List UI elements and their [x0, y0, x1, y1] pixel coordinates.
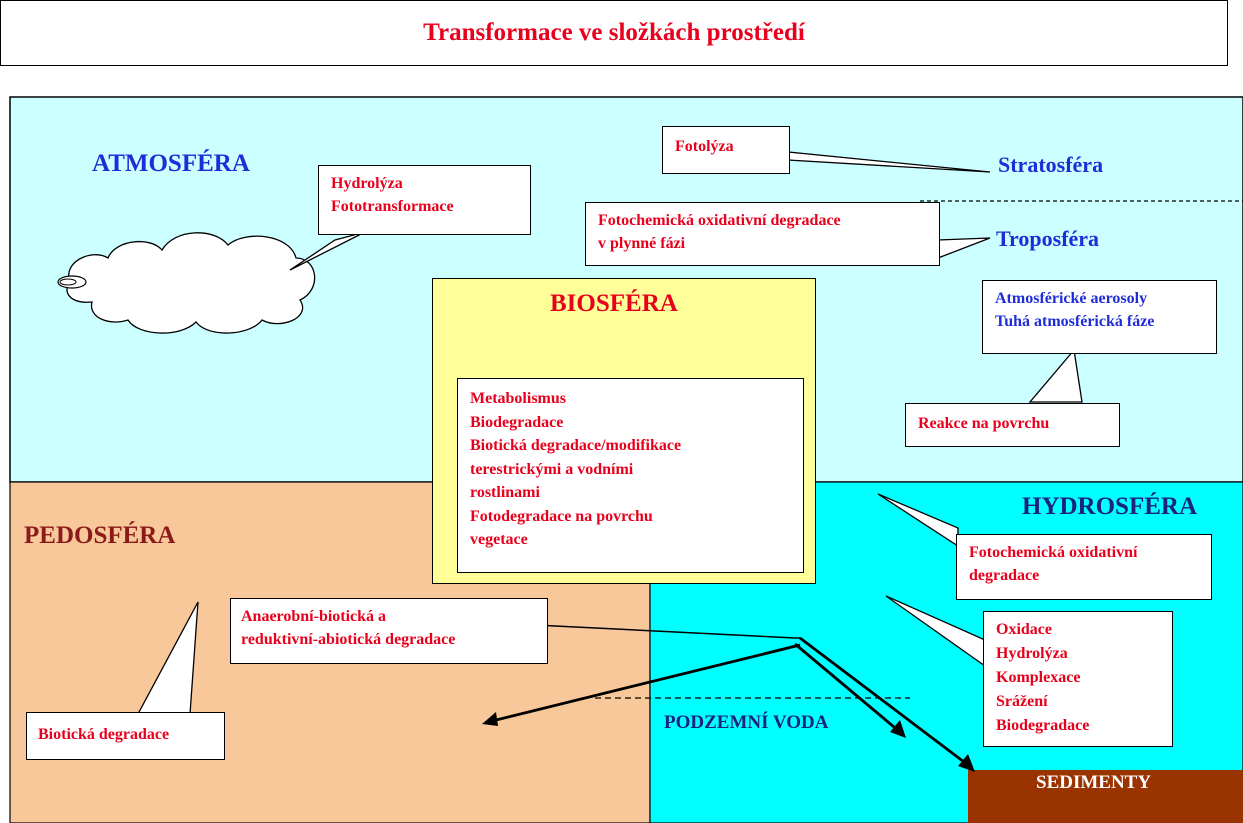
aerosols-callout: Atmosférické aerosoly Tuhá atmosférická …	[982, 280, 1217, 354]
callout-line: Komplexace	[996, 669, 1081, 686]
callout-line: Fotolýza	[675, 138, 734, 155]
callout-line: Hydrolýza	[996, 645, 1068, 662]
arrow-to-pedosphere	[487, 643, 801, 724]
callout-line: reduktivní-abiotická degradace	[241, 631, 456, 648]
sediment-region	[968, 770, 1243, 823]
callout-line: Tuhá atmosférická fáze	[995, 313, 1155, 330]
callout-line: Oxidace	[996, 621, 1052, 638]
sediments-label: SEDIMENTY	[1036, 772, 1152, 793]
arrow-to-sediment	[799, 636, 969, 767]
hydrosphere-label: HYDROSFÉRA	[1022, 493, 1198, 520]
callout-line: Fotodegradace na povrchu	[470, 507, 653, 525]
callout-line: rostlinami	[470, 484, 540, 501]
callout-line: Hydrolýza	[331, 175, 403, 192]
biosphere-callout: Metabolismus Biodegradace Biotická degra…	[457, 378, 804, 573]
callout-line: Fototransformace	[331, 198, 454, 215]
surface-callout: Reakce na povrchu	[905, 403, 1120, 447]
callout-line: Anaerobní-biotická a	[241, 608, 387, 625]
callout-line: Fotochemická oxidativní degradace	[598, 212, 841, 229]
hydro-photo-callout: Fotochemická oxidativní degradace	[956, 534, 1212, 600]
callout-line: v plynné fázi	[598, 235, 686, 252]
stratosphere-label: Stratosféra	[998, 152, 1104, 177]
atmosphere-label: ATMOSFÉRA	[92, 150, 250, 177]
arrow-to-groundwater	[794, 642, 901, 734]
cloud-callout: Hydrolýza Fototransformace	[318, 165, 531, 235]
callout-line: Reakce na povrchu	[918, 415, 1050, 432]
callout-line: Fotochemická oxidativní	[969, 544, 1138, 561]
stratosphere-callout: Fotolýza	[662, 126, 790, 174]
callout-line: Biotická degradace	[38, 726, 170, 743]
pedosphere-label: PEDOSFÉRA	[24, 522, 176, 549]
callout-line: terestrickými a vodními	[470, 460, 634, 478]
callout-line: Srážení	[996, 693, 1048, 710]
groundwater-label: PODZEMNÍ VODA	[664, 712, 829, 733]
troposphere-label: Troposféra	[996, 226, 1100, 251]
hydro-processes-callout: Oxidace Hydrolýza Komplexace Srážení Bio…	[983, 611, 1173, 747]
troposphere-callout: Fotochemická oxidativní degradace v plyn…	[585, 202, 940, 266]
callout-line: Metabolismus	[470, 390, 566, 407]
cloud-shape	[66, 232, 316, 334]
surface-callout-pointer	[1028, 348, 1083, 403]
callout-line: vegetace	[470, 531, 528, 548]
anaerobic-callout: Anaerobní-biotická a reduktivní-abiotick…	[230, 598, 548, 664]
anaerobic-connector	[534, 624, 800, 639]
cloud-callout-pointer	[289, 231, 366, 271]
callout-line: Biodegradace	[470, 413, 564, 431]
cloud-puff	[57, 275, 87, 289]
callout-line: Biodegradace	[996, 717, 1090, 734]
pedo-callout: Biotická degradace	[26, 712, 225, 760]
biosphere-label: BIOSFÉRA	[550, 290, 678, 317]
callout-line: degradace	[969, 567, 1040, 584]
callout-line: Biotická degradace/modifikace	[470, 437, 682, 454]
callout-line: Atmosférické aerosoly	[995, 290, 1148, 307]
page-title: Transformace ve složkách prostředí	[0, 0, 1228, 66]
